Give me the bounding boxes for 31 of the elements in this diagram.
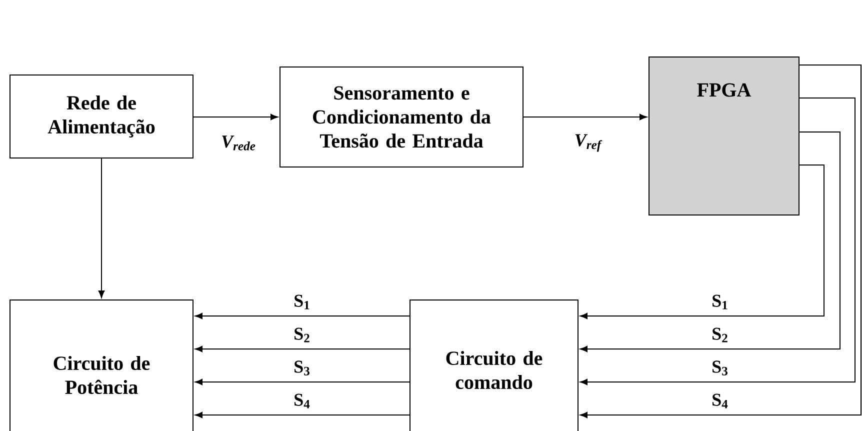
arrow [195,312,410,320]
block-box [10,300,194,431]
arrow [195,412,410,418]
block-box [648,56,800,216]
edge-label: S$_{2}$ [710,326,730,344]
block-label: Circuito de comando [446,350,542,390]
block-box [10,74,194,158]
arrow [195,378,410,386]
arrow [580,164,824,320]
edge-label: V$_{ref}$ [573,133,603,153]
arrow [98,158,105,298]
arrow [580,132,840,352]
block-box [410,300,578,431]
block-label: Rede de Alimentação [48,96,155,138]
edge-label: S$_{3}$ [292,360,312,376]
edge-label: S$_{3}$ [710,360,730,376]
arrow [195,346,410,352]
arrow [580,64,862,418]
arrow [193,114,278,120]
arrow [523,114,648,120]
block-label: FPGA [697,83,752,97]
block-label: Sensoramento e Condicionamento da Tensão de Entrada [313,86,491,148]
arrow [580,98,856,386]
edge-label: S$_{2}$ [292,326,312,344]
edge-label: V$_{rede}$ [220,134,257,152]
edge-label: S$_{4}$ [292,392,312,410]
edge-label: S$_{1}$ [292,294,312,310]
edge-label: S$_{4}$ [710,392,730,410]
block-label: Circuito de Potência [54,356,150,394]
edge-label: S$_{1}$ [710,294,730,310]
block-box [280,66,524,168]
